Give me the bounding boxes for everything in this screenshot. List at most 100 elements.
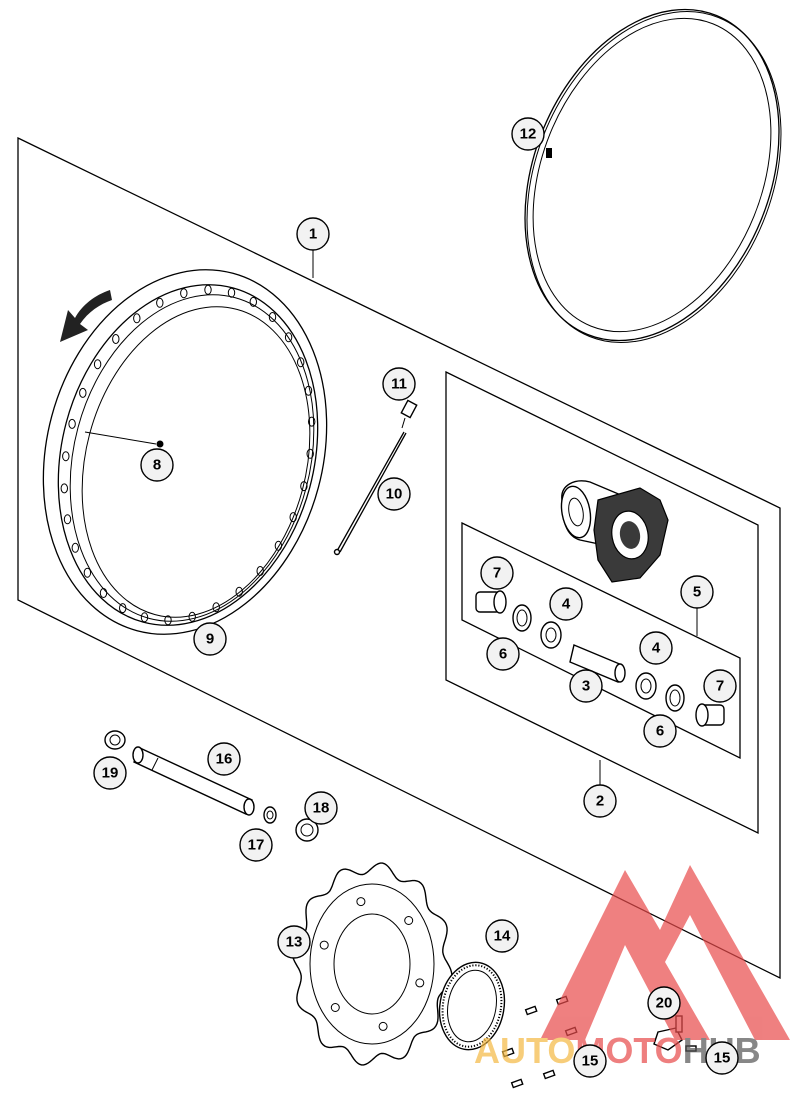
shaft-seal-6a bbox=[512, 604, 532, 632]
brake-disc bbox=[291, 862, 453, 1066]
callout-3-label: 3 bbox=[582, 678, 590, 695]
rim bbox=[42, 269, 328, 635]
spoke-nipple bbox=[156, 440, 164, 448]
callout-2: 2 bbox=[583, 784, 617, 818]
callout-8: 8 bbox=[140, 448, 174, 482]
spoke-hole bbox=[119, 603, 127, 614]
spoke-hole bbox=[204, 284, 212, 295]
callout-13: 13 bbox=[277, 925, 311, 959]
spoke-hole bbox=[227, 287, 236, 298]
tire bbox=[524, 8, 782, 343]
rim-spoke-holes bbox=[60, 284, 316, 626]
spoke-hole bbox=[112, 334, 120, 344]
spoke-hole bbox=[133, 313, 141, 324]
callout-12: 12 bbox=[511, 117, 545, 151]
callout-4b-label: 4 bbox=[652, 640, 661, 657]
callout-18-label: 18 bbox=[313, 800, 330, 817]
callout-5: 5 bbox=[680, 575, 714, 609]
spoke-hole bbox=[71, 542, 80, 553]
spoke-hole bbox=[156, 297, 164, 308]
callout-11-label: 11 bbox=[391, 376, 407, 393]
spoke-hole bbox=[235, 586, 243, 597]
callout-6b: 6 bbox=[643, 714, 677, 748]
callout-16-label: 16 bbox=[216, 751, 233, 768]
callout-17: 17 bbox=[239, 828, 273, 862]
callout-16: 16 bbox=[207, 742, 241, 776]
spoke bbox=[333, 431, 407, 556]
spoke-hole bbox=[60, 483, 69, 494]
callout-14: 14 bbox=[485, 919, 519, 953]
leader-lines bbox=[312, 250, 698, 788]
spoke-hole bbox=[140, 612, 149, 623]
watermark-text-auto: AUTO bbox=[474, 1030, 575, 1071]
spoke-hole bbox=[308, 416, 316, 427]
callout-1-label: 1 bbox=[309, 226, 317, 243]
disc-bolt-hole bbox=[404, 916, 414, 925]
spoke-hole bbox=[62, 451, 70, 462]
callout-15b: 15 bbox=[705, 1041, 739, 1075]
callout-18: 18 bbox=[304, 791, 338, 825]
spoke-hole bbox=[304, 385, 313, 396]
callout-12-label: 12 bbox=[520, 126, 537, 143]
callout-8-label: 8 bbox=[153, 457, 161, 474]
callout-7a-label: 7 bbox=[493, 565, 501, 582]
callout-10-label: 10 bbox=[386, 486, 403, 503]
callout-6b-label: 6 bbox=[656, 723, 664, 740]
callout-4b: 4 bbox=[639, 631, 673, 665]
callout-15b-label: 15 bbox=[714, 1050, 731, 1067]
callout-19: 19 bbox=[93, 756, 127, 790]
assembly-frame-1 bbox=[17, 136, 781, 980]
callout-10: 10 bbox=[377, 477, 411, 511]
callout-7b: 7 bbox=[703, 669, 737, 703]
callout-3: 3 bbox=[569, 669, 603, 703]
disc-bolt-hole bbox=[378, 1021, 388, 1031]
spoke-hole bbox=[300, 481, 308, 492]
bearing-4a bbox=[540, 621, 562, 649]
spoke-hole bbox=[180, 288, 188, 299]
spacer-bushing-7b bbox=[695, 703, 725, 727]
distance-tube bbox=[569, 644, 626, 683]
spoke-hole bbox=[289, 512, 297, 523]
callout-15a-label: 15 bbox=[582, 1053, 599, 1070]
callout-5-label: 5 bbox=[693, 584, 701, 601]
spoke-hole bbox=[268, 312, 277, 322]
callout-4a-label: 4 bbox=[562, 596, 571, 613]
spoke-hole bbox=[188, 611, 196, 622]
callout-4a: 4 bbox=[549, 587, 583, 621]
spoke-nipple-11 bbox=[400, 399, 418, 429]
axle-nut-19 bbox=[104, 730, 126, 750]
shaft-seal-6b bbox=[665, 684, 685, 712]
wheel-hub bbox=[560, 480, 669, 583]
callout-15a: 15 bbox=[573, 1044, 607, 1078]
callout-9: 9 bbox=[193, 622, 227, 656]
disc-bolt-hole bbox=[330, 1003, 340, 1012]
bearing-4b bbox=[635, 672, 657, 700]
pulse-ring bbox=[438, 961, 506, 1051]
spoke-hole bbox=[274, 540, 283, 551]
callout-6a: 6 bbox=[486, 637, 520, 671]
spoke-hole bbox=[93, 359, 102, 370]
disc-bolt-hole bbox=[356, 897, 366, 907]
spoke-hole bbox=[164, 615, 172, 626]
callout-20-label: 20 bbox=[656, 995, 673, 1012]
disc-bolt-hole bbox=[415, 978, 425, 988]
callout-11: 11 bbox=[382, 367, 416, 401]
callout-7a: 7 bbox=[480, 556, 514, 590]
washer-17 bbox=[263, 806, 277, 824]
spoke-hole bbox=[256, 566, 264, 576]
callout-17-label: 17 bbox=[248, 837, 265, 854]
callout-14-label: 14 bbox=[494, 928, 511, 945]
assembly-frame-5 bbox=[461, 521, 741, 760]
spacer-bushing-7a bbox=[475, 590, 507, 614]
spoke-hole bbox=[212, 602, 220, 613]
callout-19-label: 19 bbox=[102, 765, 119, 782]
spoke-hole bbox=[79, 387, 87, 398]
spoke-hole bbox=[297, 357, 305, 368]
collar-bolt-18 bbox=[295, 818, 319, 842]
callout-13-label: 13 bbox=[286, 934, 303, 951]
watermark-logo: AUTOMOTOHUB bbox=[474, 865, 790, 1071]
callout-6a-label: 6 bbox=[499, 646, 507, 663]
assembly-frame-2 bbox=[445, 370, 759, 835]
spoke-hole bbox=[83, 567, 92, 578]
spoke-hole bbox=[68, 418, 76, 429]
